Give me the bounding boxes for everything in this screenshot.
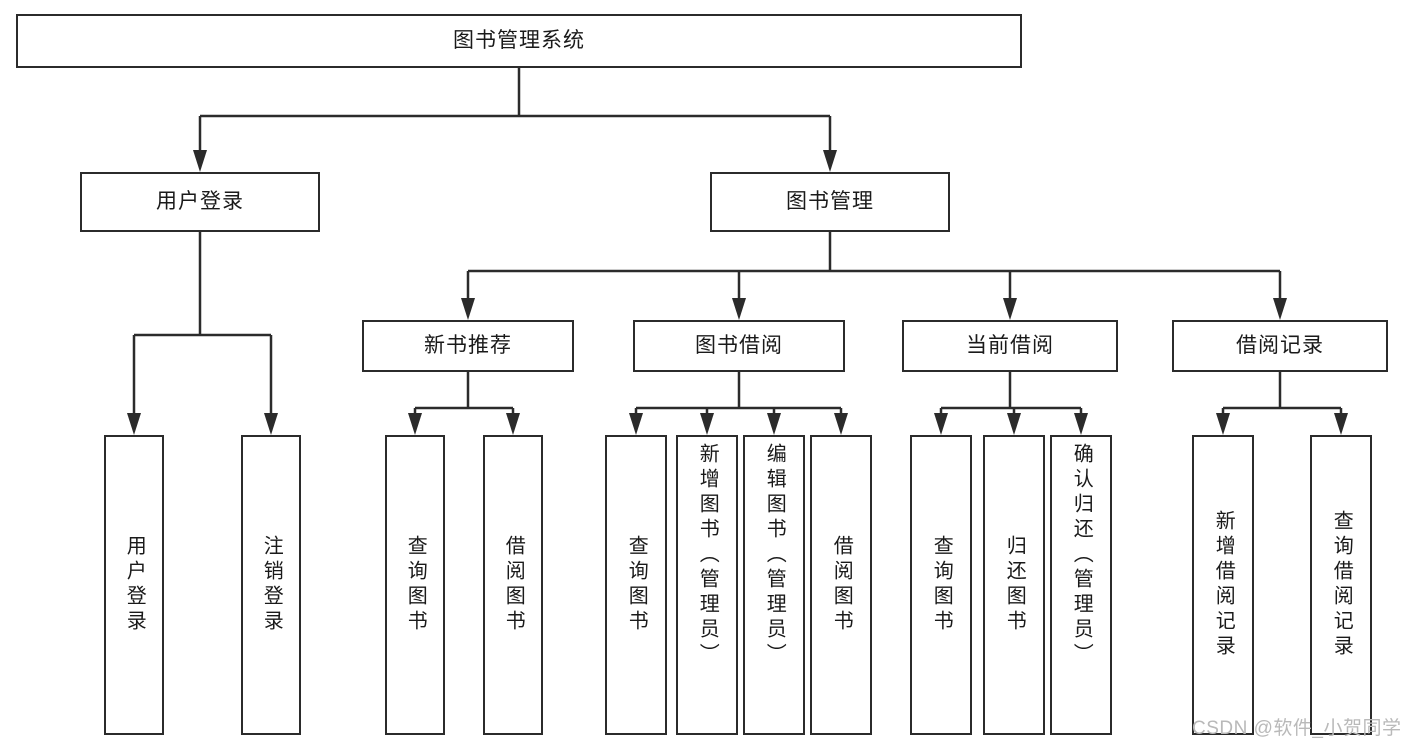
node-leaf-user-login[interactable]: 用户登录: [104, 435, 164, 735]
arrow-head-icon: [506, 413, 520, 435]
node-label: 查询图书: [625, 535, 648, 635]
node-label: 用户登录: [156, 190, 244, 214]
node-label: 新书推荐: [424, 334, 512, 358]
arrow-head-icon: [1216, 413, 1230, 435]
node-label: 借阅图书: [502, 535, 525, 635]
node-leaf-query-1[interactable]: 查询图书: [385, 435, 445, 735]
arrow-head-icon: [767, 413, 781, 435]
node-label: 图书借阅: [695, 334, 783, 358]
arrow-head-icon: [629, 413, 643, 435]
arrow-head-icon: [1334, 413, 1348, 435]
node-leaf-add-record[interactable]: 新增借阅记录: [1192, 435, 1254, 735]
node-leaf-query-2[interactable]: 查询图书: [605, 435, 667, 735]
arrow-head-icon: [934, 413, 948, 435]
arrow-head-icon: [1003, 298, 1017, 320]
node-current-borrow[interactable]: 当前借阅: [902, 320, 1118, 372]
node-leaf-confirm-ret[interactable]: 确认归还（管理员）: [1050, 435, 1112, 735]
node-new-book-rec[interactable]: 新书推荐: [362, 320, 574, 372]
node-user-login[interactable]: 用户登录: [80, 172, 320, 232]
node-label: 新增借阅记录: [1212, 510, 1235, 660]
arrow-head-icon: [461, 298, 475, 320]
node-label: 确认归还（管理员）: [1070, 443, 1093, 668]
node-leaf-query-3[interactable]: 查询图书: [910, 435, 972, 735]
node-label: 归还图书: [1003, 535, 1026, 635]
arrow-head-icon: [408, 413, 422, 435]
node-label: 借阅图书: [830, 535, 853, 635]
arrow-head-icon: [732, 298, 746, 320]
node-label: 查询图书: [404, 535, 427, 635]
node-label: 图书管理: [786, 190, 874, 214]
node-leaf-add-book[interactable]: 新增图书（管理员）: [676, 435, 738, 735]
node-leaf-borrow-1[interactable]: 借阅图书: [483, 435, 543, 735]
arrow-head-icon: [264, 413, 278, 435]
node-leaf-edit-book[interactable]: 编辑图书（管理员）: [743, 435, 805, 735]
node-leaf-logout[interactable]: 注销登录: [241, 435, 301, 735]
arrow-head-icon: [1273, 298, 1287, 320]
node-borrow-record[interactable]: 借阅记录: [1172, 320, 1388, 372]
node-label: 当前借阅: [966, 334, 1054, 358]
node-label: 查询借阅记录: [1330, 510, 1353, 660]
arrow-head-icon: [834, 413, 848, 435]
node-label: 图书管理系统: [453, 29, 585, 53]
node-leaf-return[interactable]: 归还图书: [983, 435, 1045, 735]
arrow-head-icon: [193, 150, 207, 172]
arrow-head-icon: [823, 150, 837, 172]
node-label: 查询图书: [930, 535, 953, 635]
arrow-head-icon: [1074, 413, 1088, 435]
node-label: 编辑图书（管理员）: [763, 443, 786, 668]
node-root[interactable]: 图书管理系统: [16, 14, 1022, 68]
arrow-head-icon: [127, 413, 141, 435]
node-book-borrow[interactable]: 图书借阅: [633, 320, 845, 372]
node-label: 借阅记录: [1236, 334, 1324, 358]
node-book-manage[interactable]: 图书管理: [710, 172, 950, 232]
arrow-head-icon: [1007, 413, 1021, 435]
node-leaf-query-record[interactable]: 查询借阅记录: [1310, 435, 1372, 735]
node-leaf-borrow-2[interactable]: 借阅图书: [810, 435, 872, 735]
watermark-text: CSDN @软件_小贺同学: [1192, 718, 1402, 739]
node-label: 注销登录: [260, 535, 283, 635]
arrow-head-icon: [700, 413, 714, 435]
node-label: 用户登录: [123, 535, 146, 635]
node-label: 新增图书（管理员）: [696, 443, 719, 668]
